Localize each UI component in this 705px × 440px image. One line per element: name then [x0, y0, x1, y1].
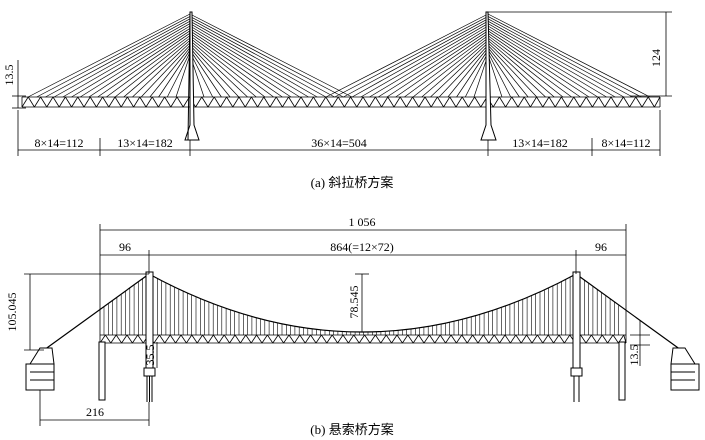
anchorage-left: [25, 347, 55, 391]
side-span-right-label: 96: [595, 240, 607, 254]
span-label-2: 13×14=182: [117, 136, 173, 150]
stay-cables: [27, 13, 651, 98]
dimension-lines-a: [12, 11, 672, 156]
total-span-label: 1 056: [349, 215, 376, 229]
stiffening-truss: [21, 96, 661, 108]
dimension-lines-b: [24, 224, 650, 426]
sag-label: 78.545: [347, 286, 361, 319]
height-label: 124: [649, 49, 663, 67]
tower-left: [143, 271, 156, 402]
approach-piers: [98, 341, 626, 401]
cable-stayed-bridge: 124 13.5 8×14=112 13×14=182 36×14=504 13…: [2, 11, 672, 190]
anchorage-right: [670, 347, 700, 391]
tower-right: [570, 271, 583, 402]
anchor-span-label: 216: [86, 405, 104, 419]
deck-depth-label: 13.5: [2, 65, 16, 86]
span-label-4: 13×14=182: [512, 136, 568, 150]
hangers: [103, 274, 620, 335]
span-label-3: 36×14=504: [311, 136, 367, 150]
caption-a: (a) 斜拉桥方案: [311, 175, 394, 190]
suspension-bridge: 1 056 96 864(=12×72) 96 105.045 78.545 3…: [5, 215, 700, 437]
main-span-label: 864(=12×72): [330, 240, 394, 254]
caption-b: (b) 悬索桥方案: [310, 422, 393, 437]
side-span-left-label: 96: [119, 240, 131, 254]
stiffening-truss: [99, 334, 627, 344]
tower-left: [184, 11, 200, 141]
span-label-1: 8×14=112: [34, 136, 83, 150]
tower-base-label: 35.5: [143, 345, 157, 366]
tower-height-label: 105.045: [5, 293, 19, 332]
span-label-5: 8×14=112: [601, 136, 650, 150]
deck-depth-label-b: 13.5: [627, 345, 641, 366]
